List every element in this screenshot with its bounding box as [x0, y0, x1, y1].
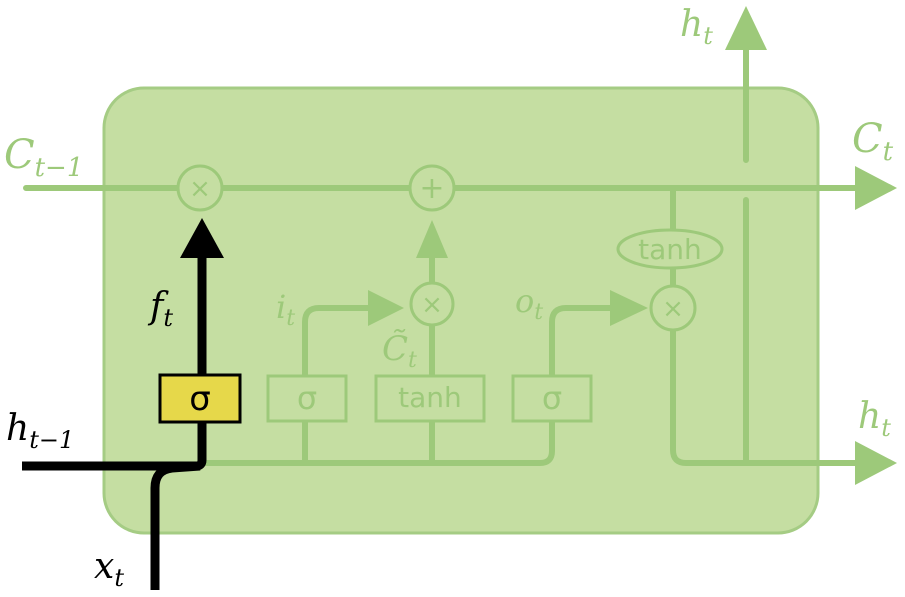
forget-mult-symbol: × [189, 174, 211, 204]
add-op: + [408, 164, 456, 212]
arrow-h-top [725, 6, 767, 50]
input-sigma-label: σ [297, 379, 317, 417]
output-down-line [670, 327, 865, 466]
c-tilde-label: C̃t [382, 329, 417, 373]
c-next-label: Ct [852, 116, 894, 167]
hidden-bus-line [197, 417, 555, 466]
active-forget-path [22, 252, 207, 590]
output-sigma-box: σ [511, 374, 593, 423]
tanh-candidate-box: tanh [374, 374, 486, 423]
output-gate-line [549, 305, 618, 379]
c-prev-label: Ct−1 [4, 132, 83, 183]
arrow-h-out [855, 441, 897, 485]
tanh-oval-label: tanh [638, 233, 702, 266]
input-mult-op: × [409, 281, 455, 327]
forget-mult-op: × [176, 164, 224, 212]
i-gate-label: it [276, 288, 295, 331]
faded-connections [23, 45, 865, 466]
arrow-to-plus [416, 220, 448, 258]
add-symbol: + [419, 171, 444, 206]
input-sigma-box: σ [266, 374, 348, 423]
pointwise-ops: × + × × tanh [176, 164, 724, 332]
arrow-to-input-mult [368, 290, 404, 326]
x-in-label: xt [94, 546, 124, 592]
output-sigma-label: σ [542, 379, 562, 417]
h-top-label: ht [680, 4, 713, 50]
lstm-cell [102, 86, 820, 535]
o-gate-label: ot [515, 282, 543, 325]
x-in-line [150, 461, 201, 590]
gate-boxes: σ tanh σ [266, 374, 593, 423]
input-mult-symbol: × [421, 290, 443, 320]
output-mult-symbol: × [662, 294, 684, 324]
h-right-label: ht [858, 396, 891, 442]
tanh-oval-op: tanh [616, 228, 724, 270]
tanh-candidate-label: tanh [398, 381, 462, 414]
output-mult-op: × [649, 284, 697, 332]
faded-arrowheads [368, 6, 897, 485]
arrow-to-output-mult [610, 290, 648, 326]
forget-sigma-label: σ [189, 379, 211, 419]
forget-arrowhead [180, 218, 224, 258]
forget-sigma-box: σ [158, 373, 242, 424]
input-gate-line [302, 305, 375, 466]
arrow-c-out [855, 166, 897, 210]
h-prev-label: ht−1 [6, 408, 74, 454]
